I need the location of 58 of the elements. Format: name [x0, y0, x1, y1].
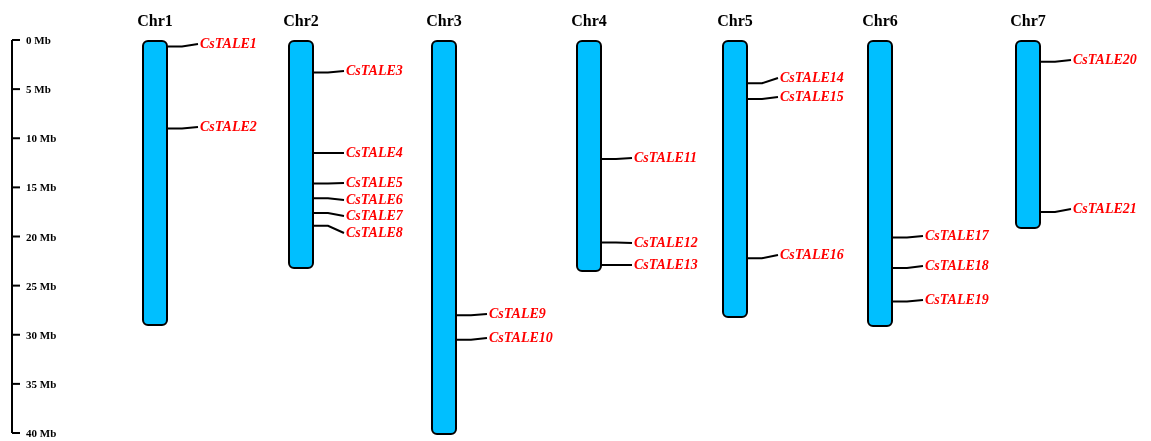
gene-label: CsTALE19: [925, 292, 989, 308]
gene-label: CsTALE11: [634, 150, 698, 166]
gene-label: CsTALE7: [346, 208, 403, 224]
gene-label: CsTALE12: [634, 235, 698, 251]
leader-line: [313, 152, 345, 155]
chromosome-label: Chr5: [717, 12, 753, 30]
tick-label: 15 Mb: [26, 181, 57, 194]
leader-line: [892, 235, 924, 239]
gene-label: CsTALE9: [489, 306, 546, 322]
chromosome-label: Chr1: [137, 12, 173, 30]
gene-label: CsTALE1: [200, 36, 257, 52]
gene-label: CsTALE6: [346, 192, 403, 208]
leader-line: [456, 337, 488, 341]
tick-label: 10 Mb: [26, 132, 57, 145]
tick-label: 0 Mb: [26, 34, 51, 46]
gene-label: CsTALE15: [780, 89, 844, 105]
gene-label: CsTALE3: [346, 63, 403, 79]
leader-line: [456, 313, 488, 317]
chromosome-label: Chr6: [862, 12, 898, 30]
leader-line: [601, 241, 633, 244]
chromosome-label: Chr3: [426, 12, 462, 30]
leader-line: [1040, 208, 1072, 214]
tick-label: 25 Mb: [26, 279, 57, 292]
tick-label: 30 Mb: [26, 328, 57, 341]
gene-label: CsTALE17: [925, 228, 989, 244]
gene-label: CsTALE14: [780, 70, 844, 86]
chromosome-label: Chr4: [571, 12, 607, 30]
gene-label: CsTALE16: [780, 247, 844, 263]
gene-label: CsTALE4: [346, 145, 403, 161]
gene-label: CsTALE10: [489, 330, 553, 346]
tick-label: 5 Mb: [26, 83, 51, 96]
leader-line: [313, 182, 345, 185]
leader-line: [747, 96, 779, 100]
leader-line: [601, 157, 633, 160]
tick-label: 20 Mb: [26, 230, 57, 243]
chromosome-label: Chr2: [283, 12, 319, 30]
gene-label: CsTALE8: [346, 225, 403, 241]
leader-line: [313, 224, 345, 234]
leader-line: [313, 212, 345, 217]
gene-label: CsTALE20: [1073, 52, 1137, 68]
leader-line: [167, 43, 199, 48]
leader-line: [892, 299, 924, 303]
gene-label: CsTALE2: [200, 119, 257, 135]
leader-line: [747, 77, 779, 85]
leader-line: [313, 70, 345, 74]
leader-line: [601, 264, 633, 267]
leader-line: [747, 254, 779, 260]
gene-label: CsTALE5: [346, 175, 403, 191]
leader-line: [1040, 59, 1072, 63]
chromosome-label: Chr7: [1010, 12, 1046, 30]
gene-label: CsTALE18: [925, 258, 989, 274]
leader-line: [892, 265, 924, 270]
gene-label: CsTALE13: [634, 257, 698, 273]
gene-label: CsTALE21: [1073, 201, 1137, 217]
tick-label: 35 Mb: [26, 377, 57, 390]
leader-line: [313, 197, 345, 201]
leader-line: [167, 126, 199, 130]
tick-label: 40 Mb: [26, 427, 57, 439]
